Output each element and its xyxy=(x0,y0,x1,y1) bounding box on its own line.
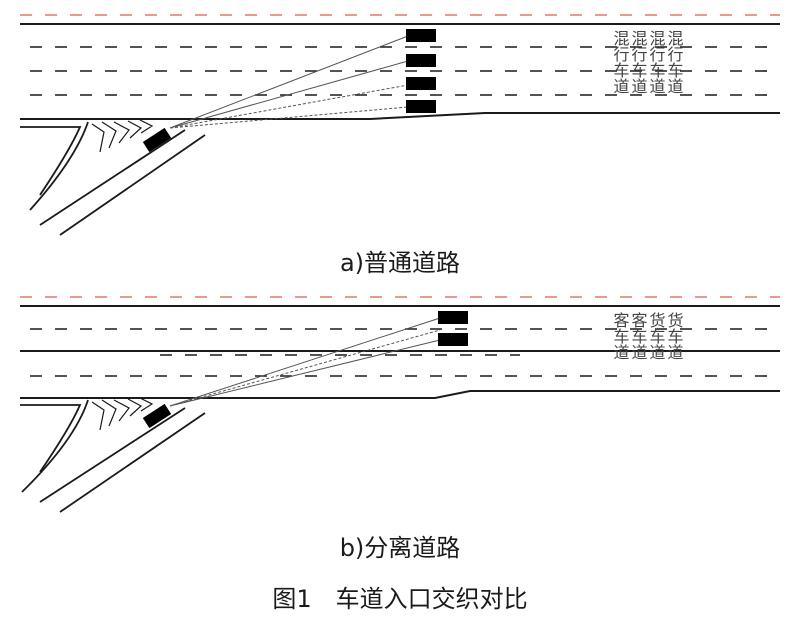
mainline-vehicle xyxy=(406,77,436,90)
sight-lines xyxy=(169,35,409,129)
lane-label: 混行车道 xyxy=(629,30,648,94)
panel-a-caption: a)普通道路 xyxy=(340,249,460,277)
panel-b-caption: b)分离道路 xyxy=(340,534,461,562)
chevron-marking xyxy=(91,397,154,431)
lane-labels: 客车道 客车道 货车道 货车道 xyxy=(611,312,684,360)
road-edge-bottom xyxy=(20,112,780,120)
lane-label: 混行车道 xyxy=(647,30,666,94)
on-ramp xyxy=(20,119,206,236)
road-edge-bottom xyxy=(20,390,780,399)
panel-b-diagram: 客车道 客车道 货车道 货车道 xyxy=(20,296,780,513)
chevron-marking xyxy=(91,119,154,153)
merging-vehicle xyxy=(142,127,172,153)
panel-a-diagram: 混行车道 混行车道 混行车道 混行车道 xyxy=(20,14,780,236)
mainline-vehicle xyxy=(438,333,468,346)
mainline-vehicle xyxy=(406,100,436,113)
lane-label: 混行车道 xyxy=(665,30,684,94)
lane-labels: 混行车道 混行车道 混行车道 混行车道 xyxy=(611,30,684,94)
on-ramp xyxy=(20,397,206,513)
sight-lines xyxy=(169,317,441,407)
lane-label: 货车道 xyxy=(665,312,684,360)
figure-title: 图1 车道入口交织对比 xyxy=(272,585,527,613)
mainline-vehicle xyxy=(438,311,468,324)
lane-label: 货车道 xyxy=(647,312,666,360)
lane-label: 混行车道 xyxy=(611,30,630,94)
merging-vehicle xyxy=(142,403,172,429)
mainline-vehicle xyxy=(406,29,436,42)
lane-label: 客车道 xyxy=(611,312,630,360)
mainline-vehicle xyxy=(406,54,436,67)
lane-label: 客车道 xyxy=(629,312,648,360)
